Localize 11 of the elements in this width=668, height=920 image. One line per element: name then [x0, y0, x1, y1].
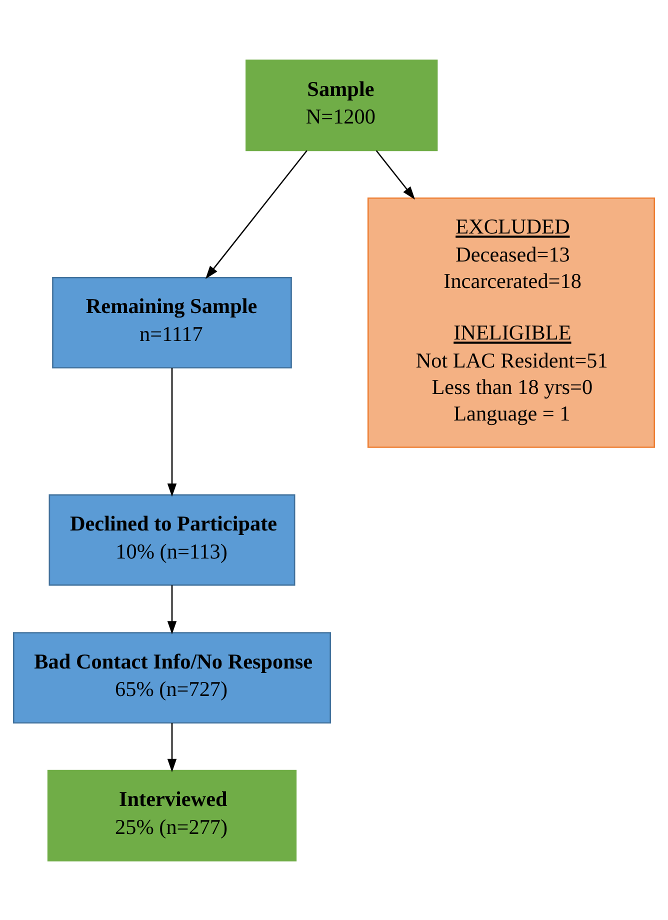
- arrow: [167, 584, 177, 634]
- arrow: [205, 150, 308, 279]
- node-box: EXCLUDED Deceased=13 Incarcerated=18 INELIGIBLE Not LAC Resident=51 Less than 18 yrs=0 Language = 1: [367, 196, 656, 448]
- node-box: Interviewed 25% (n=277): [47, 769, 297, 861]
- arrow: [167, 367, 177, 496]
- node-box: Declined to Participate 10% (n=113): [48, 494, 296, 586]
- node-box: Remaining Sample n=1117: [52, 276, 292, 368]
- node-box: Sample N=1200: [246, 59, 438, 151]
- arrow: [167, 722, 177, 772]
- arrow: [376, 150, 416, 200]
- node-box: Bad Contact Info/No Response 65% (n=727): [12, 632, 332, 724]
